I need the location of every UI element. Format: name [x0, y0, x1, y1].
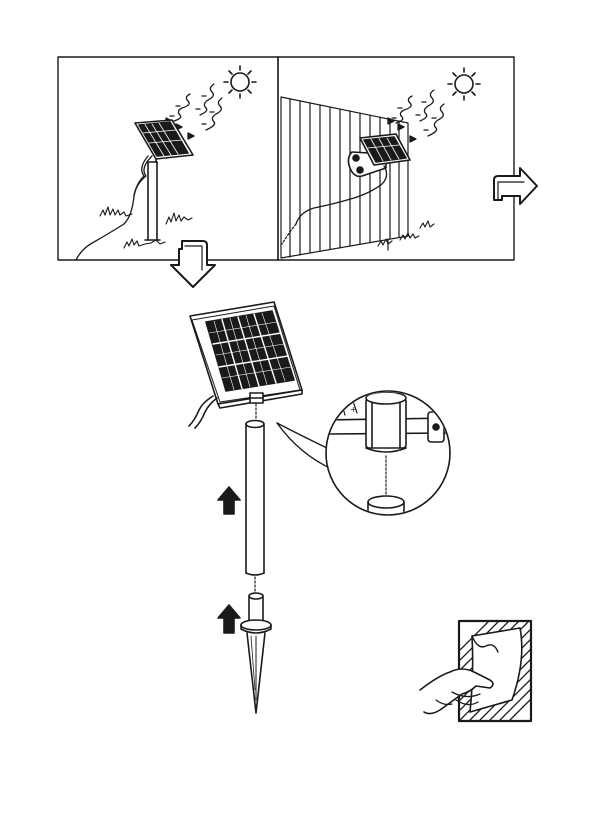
outline-arrow-down-icon: [171, 241, 215, 287]
ground-pole-icon: [145, 162, 160, 240]
outline-arrow-right-icon: [494, 168, 537, 204]
solid-arrow-up-icon: [218, 605, 240, 633]
grass-icon: [100, 207, 192, 248]
connector-magnified-detail: +: [277, 391, 450, 520]
sun-icon: [448, 68, 480, 100]
ground-mount-panel: [58, 57, 278, 260]
ground-spike: [241, 593, 271, 713]
sun-icon: [224, 66, 256, 98]
wall-mount-panel: [278, 57, 514, 260]
svg-text:+: +: [350, 405, 357, 414]
panel-cable-icon: [189, 396, 217, 428]
peel-protective-film-icon: [420, 621, 531, 721]
solar-panel: [190, 302, 302, 408]
panel-connector: [250, 393, 263, 403]
cable-icon: [76, 156, 152, 260]
mini-solar-panel-icon: [135, 120, 193, 162]
solid-arrow-up-icon: [218, 487, 240, 514]
pole-tube: [246, 421, 264, 576]
